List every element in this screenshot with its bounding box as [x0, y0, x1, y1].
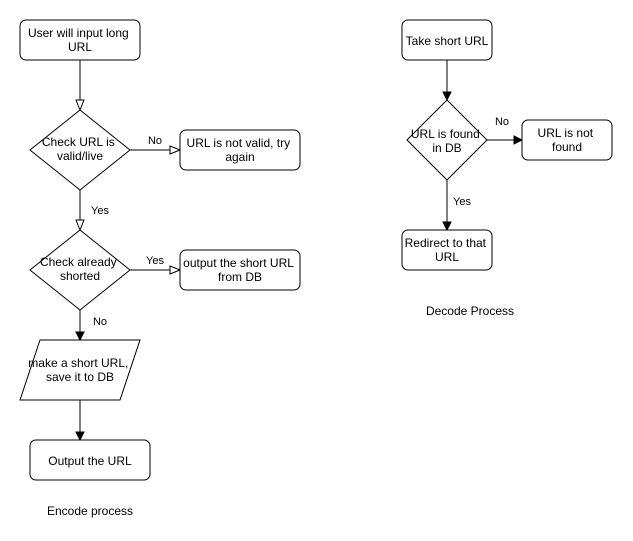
edge-label-shorted-no: No: [93, 316, 107, 328]
edge-label-found-yes: Yes: [453, 196, 471, 208]
svg-text:URL is not found: URL is not found: [538, 126, 597, 154]
node-url-not-found: URL is not found: [521, 119, 613, 161]
svg-text:make a short URL, save i: make a short URL, save it to DB: [28, 356, 131, 384]
edge-url-found-to-not-found: [487, 135, 524, 145]
node-url-not-found-line-2: found: [552, 140, 582, 154]
node-make-short: make a short URL, save it to DB: [19, 339, 141, 401]
node-redirect: Redirect to that URL: [401, 229, 493, 271]
svg-text:Output the URL: Output the URL: [48, 454, 132, 468]
node-url-found-line-1: URL is found: [411, 127, 480, 141]
edge-check-valid-to-not-valid: [130, 145, 182, 155]
node-url-not-found-line-1: URL is not: [538, 126, 594, 140]
node-input-long-url: User will input long URL: [19, 19, 141, 61]
node-output-short-from-db: output the short URL from DB: [179, 249, 301, 291]
node-input-long-url-line-2: URL: [68, 40, 92, 54]
edge-make-short-to-output-url: [75, 400, 85, 442]
node-check-shorted-line-2: shorted: [60, 269, 100, 283]
edge-label-valid-yes: Yes: [91, 205, 109, 217]
node-check-valid: Check URL is valid/live: [29, 109, 131, 191]
node-not-valid-line-1: URL is not valid, try: [187, 136, 291, 150]
node-output-short-line-1: output the short URL: [183, 256, 294, 270]
node-output-url: Output the URL: [29, 439, 151, 481]
svg-text:URL is not valid, try ag: URL is not valid, try again: [187, 136, 294, 164]
svg-text:URL is found in DB: URL is found in DB: [411, 127, 483, 155]
node-output-short-line-2: from DB: [218, 270, 262, 284]
node-make-short-line-1: make a short URL,: [28, 356, 128, 370]
node-take-short: Take short URL: [401, 19, 493, 61]
node-check-shorted-line-1: Check already: [40, 255, 117, 269]
svg-text:Check already shorted: Check already shorted: [40, 255, 120, 283]
node-not-valid: URL is not valid, try again: [179, 129, 301, 171]
node-redirect-line-1: Redirect to that: [405, 236, 487, 250]
node-take-short-line-1: Take short URL: [406, 34, 489, 48]
node-not-valid-line-2: again: [225, 150, 254, 164]
svg-text:Take short URL: Take short URL: [406, 34, 489, 48]
edge-take-short-to-url-found: [442, 60, 452, 102]
svg-text:Check URL is valid/live: Check URL is valid/live: [42, 135, 118, 163]
caption-decode-process: Decode Process: [426, 304, 514, 318]
node-check-valid-line-1: Check URL is: [42, 135, 115, 149]
node-redirect-line-2: URL: [435, 250, 459, 264]
svg-text:output the short URL fro: output the short URL from DB: [183, 256, 297, 284]
node-input-long-url-line-1: User will input long: [28, 26, 129, 40]
edge-check-shorted-to-output-short: [130, 265, 182, 275]
edge-label-valid-no: No: [148, 135, 162, 147]
caption-encode-process: Encode process: [47, 504, 133, 518]
edge-check-shorted-to-make-short: [75, 310, 85, 342]
node-url-found: URL is found in DB: [406, 99, 488, 181]
edge-url-found-to-redirect: [442, 180, 452, 232]
edge-label-found-no: No: [495, 116, 509, 128]
node-check-valid-line-2: valid/live: [57, 149, 103, 163]
edge-input-to-check-valid: [75, 60, 85, 112]
svg-text:User will input long URL: User will input long URL: [28, 26, 132, 54]
edge-check-valid-to-check-shorted: [75, 190, 85, 232]
node-make-short-line-2: save it to DB: [46, 370, 114, 384]
svg-text:Redirect to that URL: Redirect to that URL: [405, 236, 490, 264]
node-output-url-line-1: Output the URL: [48, 454, 132, 468]
node-check-shorted: Check already shorted: [29, 229, 131, 311]
node-url-found-line-2: in DB: [432, 141, 461, 155]
edge-label-shorted-yes: Yes: [146, 255, 164, 267]
